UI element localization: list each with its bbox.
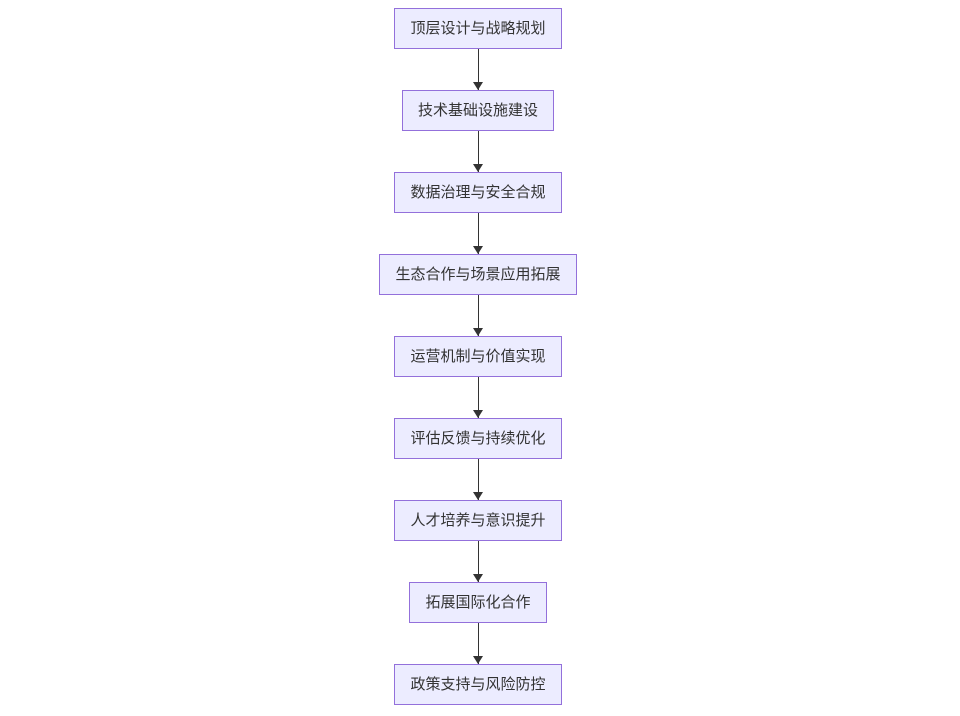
flow-node-tech-infrastructure: 技术基础设施建设 [401, 90, 554, 131]
flow-node-operation-mechanism: 运营机制与价值实现 [394, 336, 562, 377]
flow-node-ecosystem-cooperation: 生态合作与场景应用拓展 [379, 254, 577, 295]
flow-arrow-5 [473, 377, 483, 418]
flow-node-data-governance: 数据治理与安全合规 [394, 172, 562, 213]
flow-arrow-7 [473, 541, 483, 582]
arrow-down-icon [473, 164, 483, 172]
flow-arrow-1 [473, 49, 483, 90]
flow-arrow-4 [473, 295, 483, 336]
arrow-down-icon [473, 574, 483, 582]
flow-arrow-6 [473, 459, 483, 500]
arrow-down-icon [473, 82, 483, 90]
arrow-down-icon [473, 410, 483, 418]
flow-arrow-8 [473, 623, 483, 664]
flow-node-international-cooperation: 拓展国际化合作 [409, 582, 547, 623]
flow-node-top-level-design: 顶层设计与战略规划 [394, 8, 562, 49]
arrow-down-icon [473, 246, 483, 254]
arrow-down-icon [473, 492, 483, 500]
flow-node-evaluation-feedback: 评估反馈与持续优化 [394, 418, 562, 459]
flow-arrow-2 [473, 131, 483, 172]
flow-column: 顶层设计与战略规划 技术基础设施建设 数据治理与安全合规 生态合作与场景应用拓展… [0, 8, 956, 705]
flow-node-talent-cultivation: 人才培养与意识提升 [394, 500, 562, 541]
arrow-down-icon [473, 656, 483, 664]
flow-arrow-3 [473, 213, 483, 254]
flow-node-policy-support: 政策支持与风险防控 [394, 664, 562, 705]
arrow-down-icon [473, 328, 483, 336]
